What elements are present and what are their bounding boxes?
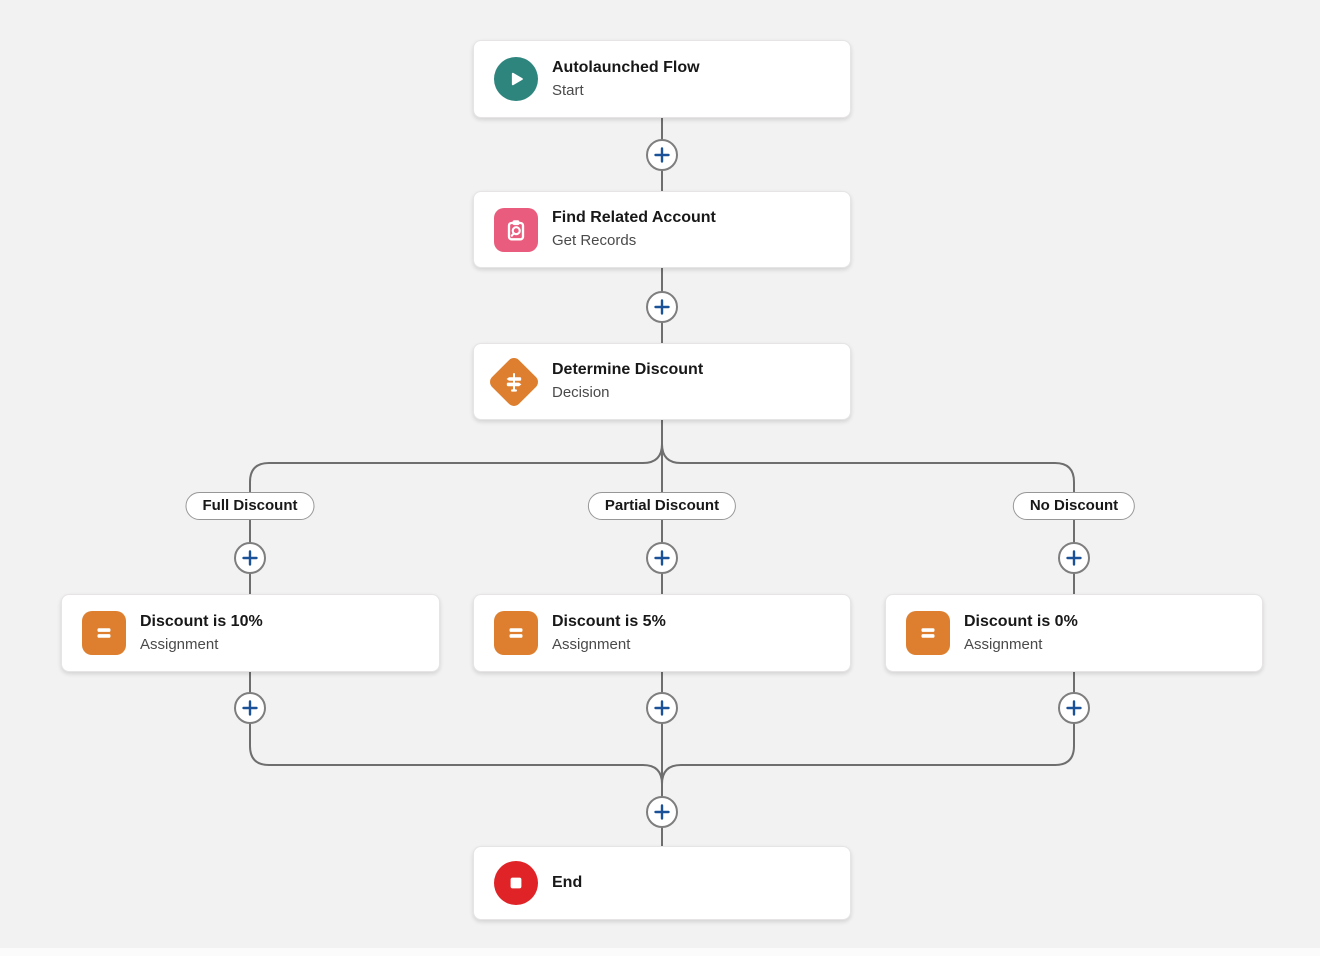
add-element-button[interactable] — [646, 542, 678, 574]
add-element-button[interactable] — [1058, 692, 1090, 724]
equals-assignment-icon — [906, 611, 950, 655]
assignment-node-discount-5[interactable]: Discount is 5% Assignment — [473, 594, 851, 672]
assignment-node-title: Discount is 5% — [552, 612, 666, 630]
decision-node-title: Determine Discount — [552, 361, 704, 379]
decision-node[interactable]: Determine Discount Decision — [473, 343, 851, 420]
start-node-title: Autolaunched Flow — [552, 58, 700, 76]
canvas-bottom-edge — [0, 948, 1320, 956]
record-lookup-icon — [494, 207, 538, 252]
plus-icon — [654, 550, 670, 566]
end-node[interactable]: End — [473, 846, 851, 920]
equals-assignment-icon — [82, 611, 126, 655]
play-icon — [494, 57, 538, 101]
end-node-title: End — [552, 873, 583, 891]
plus-icon — [654, 147, 670, 163]
plus-icon — [1066, 700, 1082, 716]
add-element-button[interactable] — [234, 542, 266, 574]
assignment-node-discount-10[interactable]: Discount is 10% Assignment — [61, 594, 440, 672]
add-element-button[interactable] — [646, 139, 678, 171]
add-element-button[interactable] — [646, 796, 678, 828]
assignment-node-subtitle: Assignment — [964, 635, 1043, 653]
decision-node-subtitle: Decision — [552, 384, 610, 402]
plus-icon — [654, 804, 670, 820]
equals-assignment-icon — [494, 611, 538, 655]
add-element-button[interactable] — [234, 692, 266, 724]
start-node[interactable]: Autolaunched Flow Start — [473, 40, 851, 118]
branch-label-full-discount[interactable]: Full Discount — [185, 492, 315, 520]
signpost-decision-icon — [487, 354, 541, 409]
stop-icon — [494, 861, 538, 905]
plus-icon — [242, 700, 258, 716]
get-records-node-subtitle: Get Records — [552, 232, 637, 250]
get-records-node[interactable]: Find Related Account Get Records — [473, 191, 851, 268]
branch-label-partial-discount[interactable]: Partial Discount — [587, 492, 737, 520]
plus-icon — [654, 700, 670, 716]
assignment-node-subtitle: Assignment — [552, 635, 631, 653]
branch-label-no-discount[interactable]: No Discount — [1012, 492, 1136, 520]
get-records-node-title: Find Related Account — [552, 209, 716, 227]
assignment-node-title: Discount is 0% — [964, 612, 1078, 630]
add-element-button[interactable] — [646, 692, 678, 724]
plus-icon — [654, 299, 670, 315]
start-node-subtitle: Start — [552, 81, 584, 99]
assignment-node-subtitle: Assignment — [140, 635, 219, 653]
add-element-button[interactable] — [1058, 542, 1090, 574]
plus-icon — [242, 550, 258, 566]
assignment-node-title: Discount is 10% — [140, 612, 263, 630]
plus-icon — [1066, 550, 1082, 566]
add-element-button[interactable] — [646, 291, 678, 323]
assignment-node-discount-0[interactable]: Discount is 0% Assignment — [885, 594, 1263, 672]
